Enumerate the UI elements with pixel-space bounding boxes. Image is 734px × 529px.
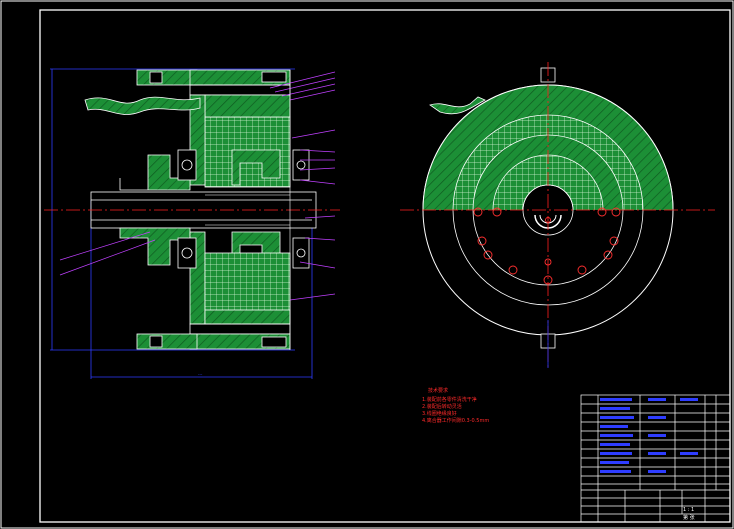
hub-upper — [119, 154, 191, 191]
dimension-text: --- — [198, 372, 203, 377]
bolt-holes — [473, 207, 621, 285]
break-section — [84, 96, 201, 115]
dimension-lines — [50, 68, 313, 379]
note-line-1: 1.装配前各零件清洗干净 — [422, 397, 477, 403]
note-line-2: 2.装配后转动灵活 — [422, 404, 462, 410]
section-view: --- — [44, 68, 340, 379]
title-block-entries — [600, 398, 698, 473]
scale-text: 1 : 1 — [683, 507, 694, 513]
note-line-4: 4.离合器工作间隙0.3-0.5mm — [422, 418, 490, 424]
top-flange — [136, 69, 198, 86]
inner-border — [39, 9, 731, 523]
bottom-flange — [136, 333, 198, 350]
sheet-text: 第 张 — [683, 514, 695, 521]
notes-title: 技术要求 — [428, 388, 449, 394]
bearings — [177, 149, 310, 269]
title-block — [580, 394, 731, 523]
note-line-3: 3.线圈绝缘良好 — [422, 411, 457, 417]
leader-lines — [59, 71, 336, 301]
end-view — [400, 62, 715, 368]
